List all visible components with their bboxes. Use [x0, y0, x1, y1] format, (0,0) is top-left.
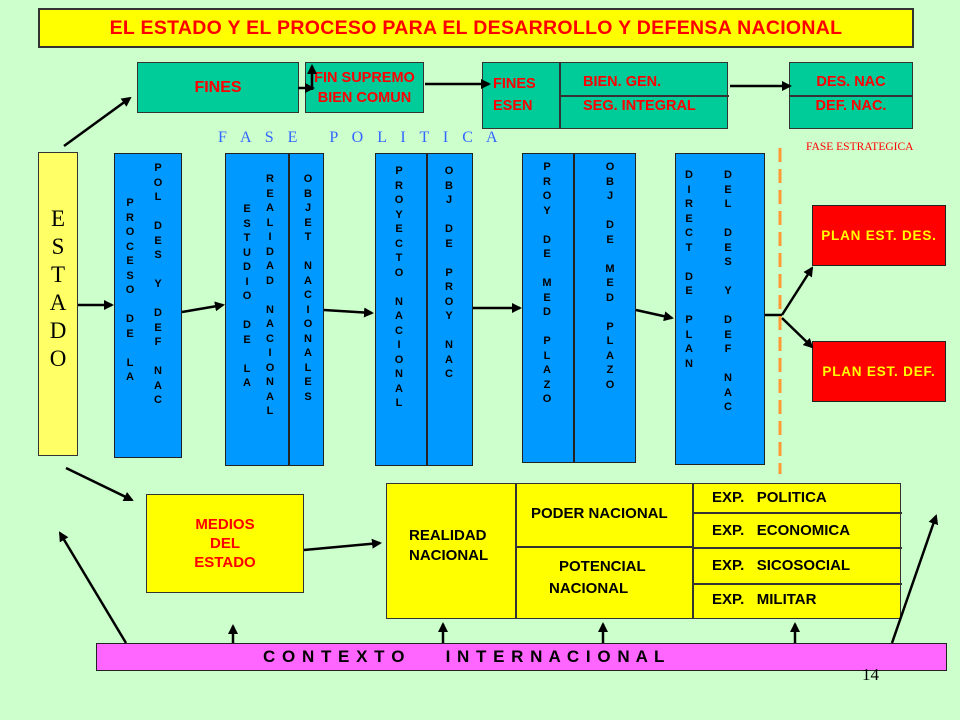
exp-divider-2: [692, 547, 902, 549]
arrow-col5-plan-def: [781, 317, 814, 349]
exp-militar-label: EXP. MILITAR: [712, 591, 817, 608]
realidad-line1: REALIDAD: [409, 527, 487, 544]
medios-line2: DEL: [210, 535, 240, 552]
fin-supremo-box: FIN SUPREMO BIEN COMUN: [305, 62, 424, 113]
direct-plan-box: [675, 153, 765, 465]
seg-integral-label: SEG. INTEGRAL: [583, 98, 696, 114]
medios-line1: MEDIOS: [195, 516, 255, 533]
def-nac-label: DEF. NAC.: [815, 98, 887, 114]
arrow-col2-col3: [323, 307, 374, 318]
med-plazo-divider: [573, 154, 575, 462]
fines-esen-text: FINES ESEN: [493, 73, 536, 117]
realidad-divider-v2: [692, 484, 694, 618]
realidad-block: REALIDAD NACIONAL PODER NACIONAL POTENCI…: [386, 483, 902, 619]
fines-label: FINES: [194, 78, 242, 96]
potencial-line1: POTENCIAL: [559, 558, 646, 575]
arrow-contexto-medios: [58, 531, 128, 644]
bien-comun-label: BIEN COMUN: [317, 89, 412, 106]
proceso-pol-box: [114, 153, 182, 458]
realidad-line2: NACIONAL: [409, 547, 489, 564]
des-nac-label: DES. NAC: [816, 74, 886, 90]
realidad-divider-v1: [515, 484, 517, 618]
exp-politica-label: EXP. POLITICA: [712, 489, 827, 506]
medios-box: MEDIOS DEL ESTADO: [146, 494, 304, 593]
fines-esen-line1: FINES: [493, 76, 536, 92]
page-number: 14: [862, 665, 879, 684]
estado-box: [38, 152, 78, 456]
contexto-box: C O N T E X T O I N T E R N A C I O N A …: [96, 643, 947, 671]
plan-est-def-label: PLAN EST. DEF.: [822, 364, 936, 379]
contexto-label: C O N T E X T O I N T E R N A C I O N A …: [263, 647, 666, 666]
arrow-estado-fines: [63, 96, 132, 148]
fines-esen-divider-h: [559, 95, 729, 97]
potencial-text: POTENCIAL NACIONAL: [549, 556, 646, 600]
estudio-box: [225, 153, 324, 466]
realidad-divider-h-mid: [515, 546, 692, 548]
arrow-col5-plan-des: [780, 266, 814, 316]
arrow-contexto-right: [890, 514, 939, 644]
plan-est-des-label: PLAN EST. DES.: [821, 228, 937, 243]
bien-gen-label: BIEN. GEN.: [583, 74, 662, 90]
fines-esen-line2: ESEN: [493, 98, 533, 114]
fase-politica-label: F A S E P O L I T I C A: [218, 129, 503, 146]
des-def-box: DES. NAC DEF. NAC.: [789, 62, 913, 129]
des-def-divider: [790, 95, 912, 97]
medios-line3: ESTADO: [194, 554, 256, 571]
arrow-col4-col5: [635, 308, 674, 322]
plan-est-def-box: PLAN EST. DEF.: [812, 341, 946, 402]
fase-estrategica-label: FASE ESTRATEGICA: [806, 141, 914, 153]
title: EL ESTADO Y EL PROCESO PARA EL DESARROLL…: [109, 16, 843, 39]
fines-box: FINES: [137, 62, 299, 113]
exp-divider-1: [692, 512, 902, 514]
title-box: EL ESTADO Y EL PROCESO PARA EL DESARROLL…: [38, 8, 914, 48]
exp-sicosocial-label: EXP. SICOSOCIAL: [712, 557, 851, 574]
realidad-text: REALIDAD NACIONAL: [409, 526, 488, 566]
fin-supremo-label: FIN SUPREMO: [314, 69, 415, 86]
exp-divider-3: [692, 583, 902, 585]
estudio-divider: [288, 154, 290, 465]
arrow-col1-col2: [181, 301, 225, 314]
exp-economica-label: EXP. ECONOMICA: [712, 522, 851, 539]
poder-nacional-label: PODER NACIONAL: [531, 505, 668, 522]
plan-est-des-box: PLAN EST. DES.: [812, 205, 946, 266]
potencial-line2: NACIONAL: [549, 580, 629, 597]
proyecto-box: [375, 153, 473, 466]
med-plazo-box: [522, 153, 636, 463]
arrow-estado-medios: [65, 466, 134, 502]
proyecto-divider: [426, 154, 428, 465]
fines-esen-box: FINES ESEN BIEN. GEN. SEG. INTEGRAL: [482, 62, 729, 129]
arrow-medios-realidad: [303, 538, 382, 552]
